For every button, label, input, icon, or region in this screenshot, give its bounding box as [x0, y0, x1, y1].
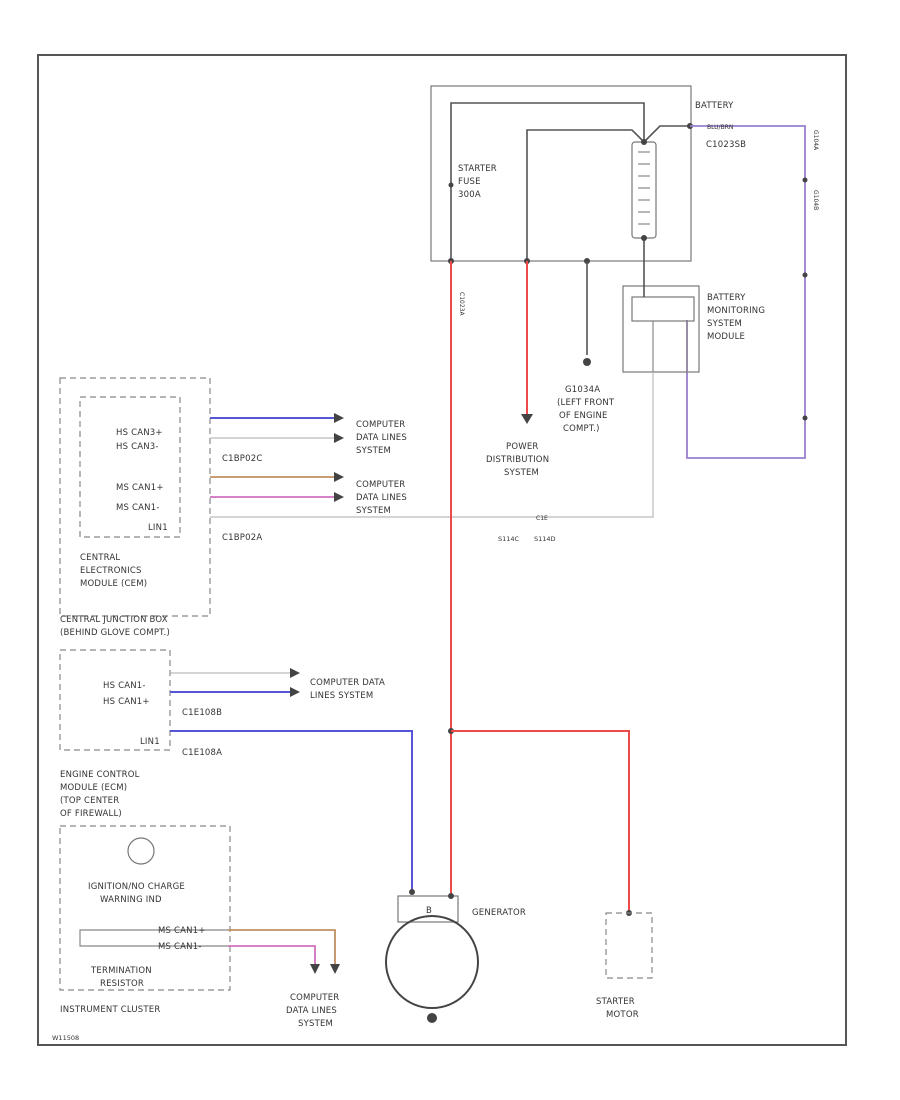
ecm-pin-3: LIN1	[140, 737, 160, 747]
ic-pin-2: MS CAN1-	[158, 942, 202, 952]
starter-label-2: MOTOR	[606, 1010, 639, 1020]
generator-icon	[385, 915, 479, 1009]
cem-connector-1: C1BP02C	[222, 454, 262, 464]
splice-label-1: S114C	[498, 535, 520, 543]
ecm-name-2: MODULE (ECM)	[60, 783, 127, 793]
lin-wire	[210, 372, 654, 518]
ground-label-2: (LEFT FRONT	[557, 398, 615, 408]
cem-dashed-box	[79, 396, 181, 538]
battery-label: BATTERY	[695, 101, 734, 111]
pd-feed-wire	[526, 129, 645, 261]
cdl-label-d3: SYSTEM	[298, 1019, 333, 1029]
ic-pin-1: MS CAN1+	[158, 926, 206, 936]
ic-term-2: RESISTOR	[100, 979, 144, 989]
power-dist-label-3: SYSTEM	[504, 468, 539, 478]
cdl-label-c1: COMPUTER DATA	[310, 678, 385, 688]
ecm-dashed-box	[59, 649, 171, 751]
svg-text:G104A: G104A	[812, 130, 819, 151]
cem-pin-5: LIN1	[148, 523, 168, 533]
cem-name-2: ELECTRONICS	[80, 566, 142, 576]
ecm-connector-2: C1E108A	[182, 748, 222, 758]
battery-junction-box	[430, 85, 692, 262]
cem-pin-2: HS CAN3-	[116, 442, 159, 452]
ecm-name-3: (TOP CENTER	[60, 796, 119, 806]
cdl-label-c2: LINES SYSTEM	[310, 691, 373, 701]
cdl-label-a2: DATA LINES	[356, 433, 407, 443]
cdl-label-b3: SYSTEM	[356, 506, 391, 516]
cjb-label-2: (BEHIND GLOVE COMPT.)	[60, 628, 170, 638]
bmsm-sense-wire	[686, 125, 806, 459]
bmsm-label-3: SYSTEM	[707, 319, 742, 329]
ic-dashed-box	[59, 825, 231, 991]
diagram-id: W11508	[52, 1034, 79, 1042]
cdl-label-a3: SYSTEM	[356, 446, 391, 456]
ecm-name-4: OF FIREWALL)	[60, 809, 122, 819]
ecm-lin-wire	[170, 730, 413, 892]
cem-pin-1: HS CAN3+	[116, 428, 163, 438]
power-dist-label-2: DISTRIBUTION	[486, 455, 549, 465]
ground-label-4: COMPT.)	[563, 424, 600, 434]
ic-warning-2: WARNING IND	[100, 895, 162, 905]
battery-positive-wire	[643, 125, 690, 143]
starter-fuse-label-2: FUSE	[458, 177, 481, 187]
svg-text:C1023A: C1023A	[458, 292, 465, 316]
ic-warning-1: IGNITION/NO CHARGE	[88, 882, 185, 892]
starter-fuse-label-1: STARTER	[458, 164, 497, 174]
power-dist-label-1: POWER	[506, 442, 539, 452]
ecm-connector-1: C1E108B	[182, 708, 222, 718]
warning-lamp-icon	[127, 837, 155, 865]
cjb-label-1: CENTRAL JUNCTION BOX	[60, 615, 168, 625]
battery-connector-label: C1023SB	[706, 140, 746, 150]
ground-label-3: OF ENGINE	[559, 411, 608, 421]
bmsm-label-1: BATTERY	[707, 293, 746, 303]
splice-label-2: S114D	[534, 535, 556, 543]
ic-name: INSTRUMENT CLUSTER	[60, 1005, 160, 1015]
bmsm-box	[622, 285, 700, 373]
cem-pin-4: MS CAN1-	[116, 503, 160, 513]
cem-connector-2: C1BP02A	[222, 533, 262, 543]
ecm-pin-1: HS CAN1-	[103, 681, 146, 691]
svg-text:G104B: G104B	[812, 190, 819, 210]
bmsm-label-2: MONITORING	[707, 306, 765, 316]
generator-label: GENERATOR	[472, 908, 526, 918]
cdl-label-d2: DATA LINES	[286, 1006, 337, 1016]
cem-name-3: MODULE (CEM)	[80, 579, 147, 589]
cem-name-1: CENTRAL	[80, 553, 120, 563]
generator-terminal-box	[397, 895, 459, 923]
termination-resistor-wire	[79, 929, 228, 947]
ecm-pin-2: HS CAN1+	[103, 697, 150, 707]
generator-terminal: B	[426, 906, 432, 916]
bmsm-inner-box	[631, 296, 695, 322]
cem-pin-3: MS CAN1+	[116, 483, 164, 493]
cdl-label-b2: DATA LINES	[356, 493, 407, 503]
ic-ms-can-plus-wire	[228, 929, 336, 965]
cdl-label-a1: COMPUTER	[356, 420, 405, 430]
starter-label-1: STARTER	[596, 997, 635, 1007]
ic-term-1: TERMINATION	[90, 966, 152, 976]
starter-motor-box	[605, 912, 653, 979]
fuse-feed-wire	[450, 102, 645, 261]
starter-motor-wire	[451, 730, 630, 913]
ecm-name-1: ENGINE CONTROL	[60, 770, 140, 780]
starter-fuse-label-3: 300A	[458, 190, 481, 200]
ic-ms-can-minus-wire	[228, 945, 316, 965]
svg-text:C1E: C1E	[536, 515, 548, 522]
svg-text:BLU/BRN: BLU/BRN	[707, 124, 733, 131]
diagram-frame	[37, 54, 847, 1046]
cjb-dashed-box	[59, 377, 211, 617]
cdl-label-b1: COMPUTER	[356, 480, 405, 490]
cdl-label-d1: COMPUTER	[290, 993, 339, 1003]
bmsm-label-4: MODULE	[707, 332, 745, 342]
ground-label-1: G1034A	[565, 385, 600, 395]
